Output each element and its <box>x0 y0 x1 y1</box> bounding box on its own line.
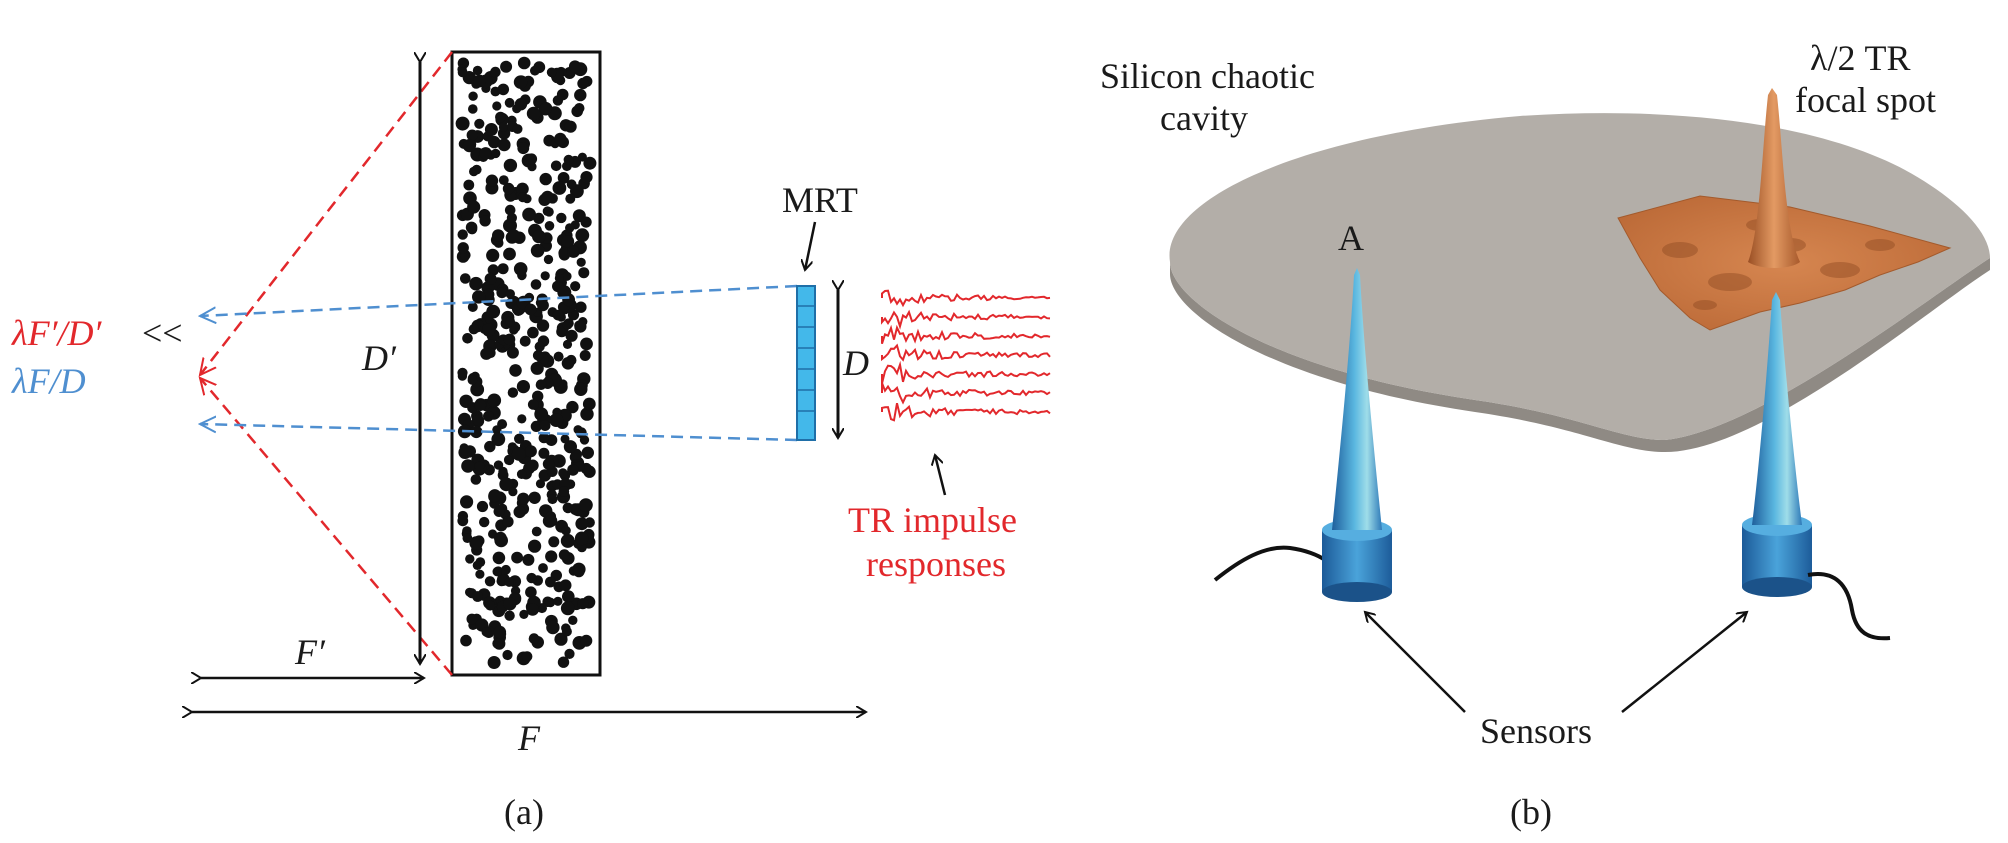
panel-a: D′ MRT D TR impulse responses λF′/D′ << … <box>11 50 1051 832</box>
label-d: D <box>842 343 869 383</box>
impulse-trace <box>881 343 1051 362</box>
impulse-pointer-arrow <box>935 455 947 496</box>
label-cavity-line1: Silicon chaotic <box>1100 56 1315 96</box>
impulse-trace <box>881 360 1051 384</box>
sensor-b-cable <box>1807 572 1891 641</box>
sensor-a-cable <box>1213 545 1327 582</box>
caption-b: (b) <box>1510 792 1552 832</box>
label-d-prime: D′ <box>361 338 397 378</box>
impulse-responses <box>881 289 1051 422</box>
focal-spot-peak <box>1748 88 1800 268</box>
mrt-array <box>796 285 816 441</box>
label-sensors: Sensors <box>1480 711 1592 751</box>
impulse-trace <box>881 289 1051 308</box>
label-lambda-f-prime: λF′/D′ <box>11 313 102 353</box>
mrt-array-elements <box>797 305 815 412</box>
blue-ray-bottom <box>200 424 798 442</box>
blue-ray-top <box>200 284 798 316</box>
label-focal-line1: λ/2 TR <box>1810 38 1910 78</box>
label-tr-line2: responses <box>866 544 1006 584</box>
impulse-trace <box>881 382 1051 405</box>
sensors-arrow-left <box>1365 612 1466 713</box>
label-much-less: << <box>142 313 183 353</box>
impulse-trace <box>881 309 1051 330</box>
label-lambda-f: λF/D <box>11 361 86 401</box>
label-tr-line1: TR impulse <box>848 500 1017 540</box>
red-ray-top <box>200 51 453 375</box>
red-ray-bottom <box>200 378 453 676</box>
label-f: F <box>517 718 541 758</box>
label-cavity-line2: cavity <box>1160 98 1248 138</box>
panel-b: Silicon chaotic cavity λ/2 TR focal spot… <box>1100 38 1990 832</box>
impulse-trace <box>881 324 1051 345</box>
label-focal-line2: focal spot <box>1795 80 1936 120</box>
label-f-prime: F′ <box>294 632 326 672</box>
sensor-b-cone <box>1752 292 1802 525</box>
mrt-pointer-arrow <box>805 221 817 270</box>
sensors-arrow-right <box>1621 612 1747 713</box>
impulse-trace <box>881 402 1051 422</box>
caption-a: (a) <box>504 792 544 832</box>
sensor-b <box>1742 292 1891 641</box>
label-mrt: MRT <box>782 180 858 220</box>
sensor-a-cone <box>1332 268 1382 530</box>
sensor-a <box>1213 268 1392 602</box>
label-a: A <box>1338 218 1364 258</box>
